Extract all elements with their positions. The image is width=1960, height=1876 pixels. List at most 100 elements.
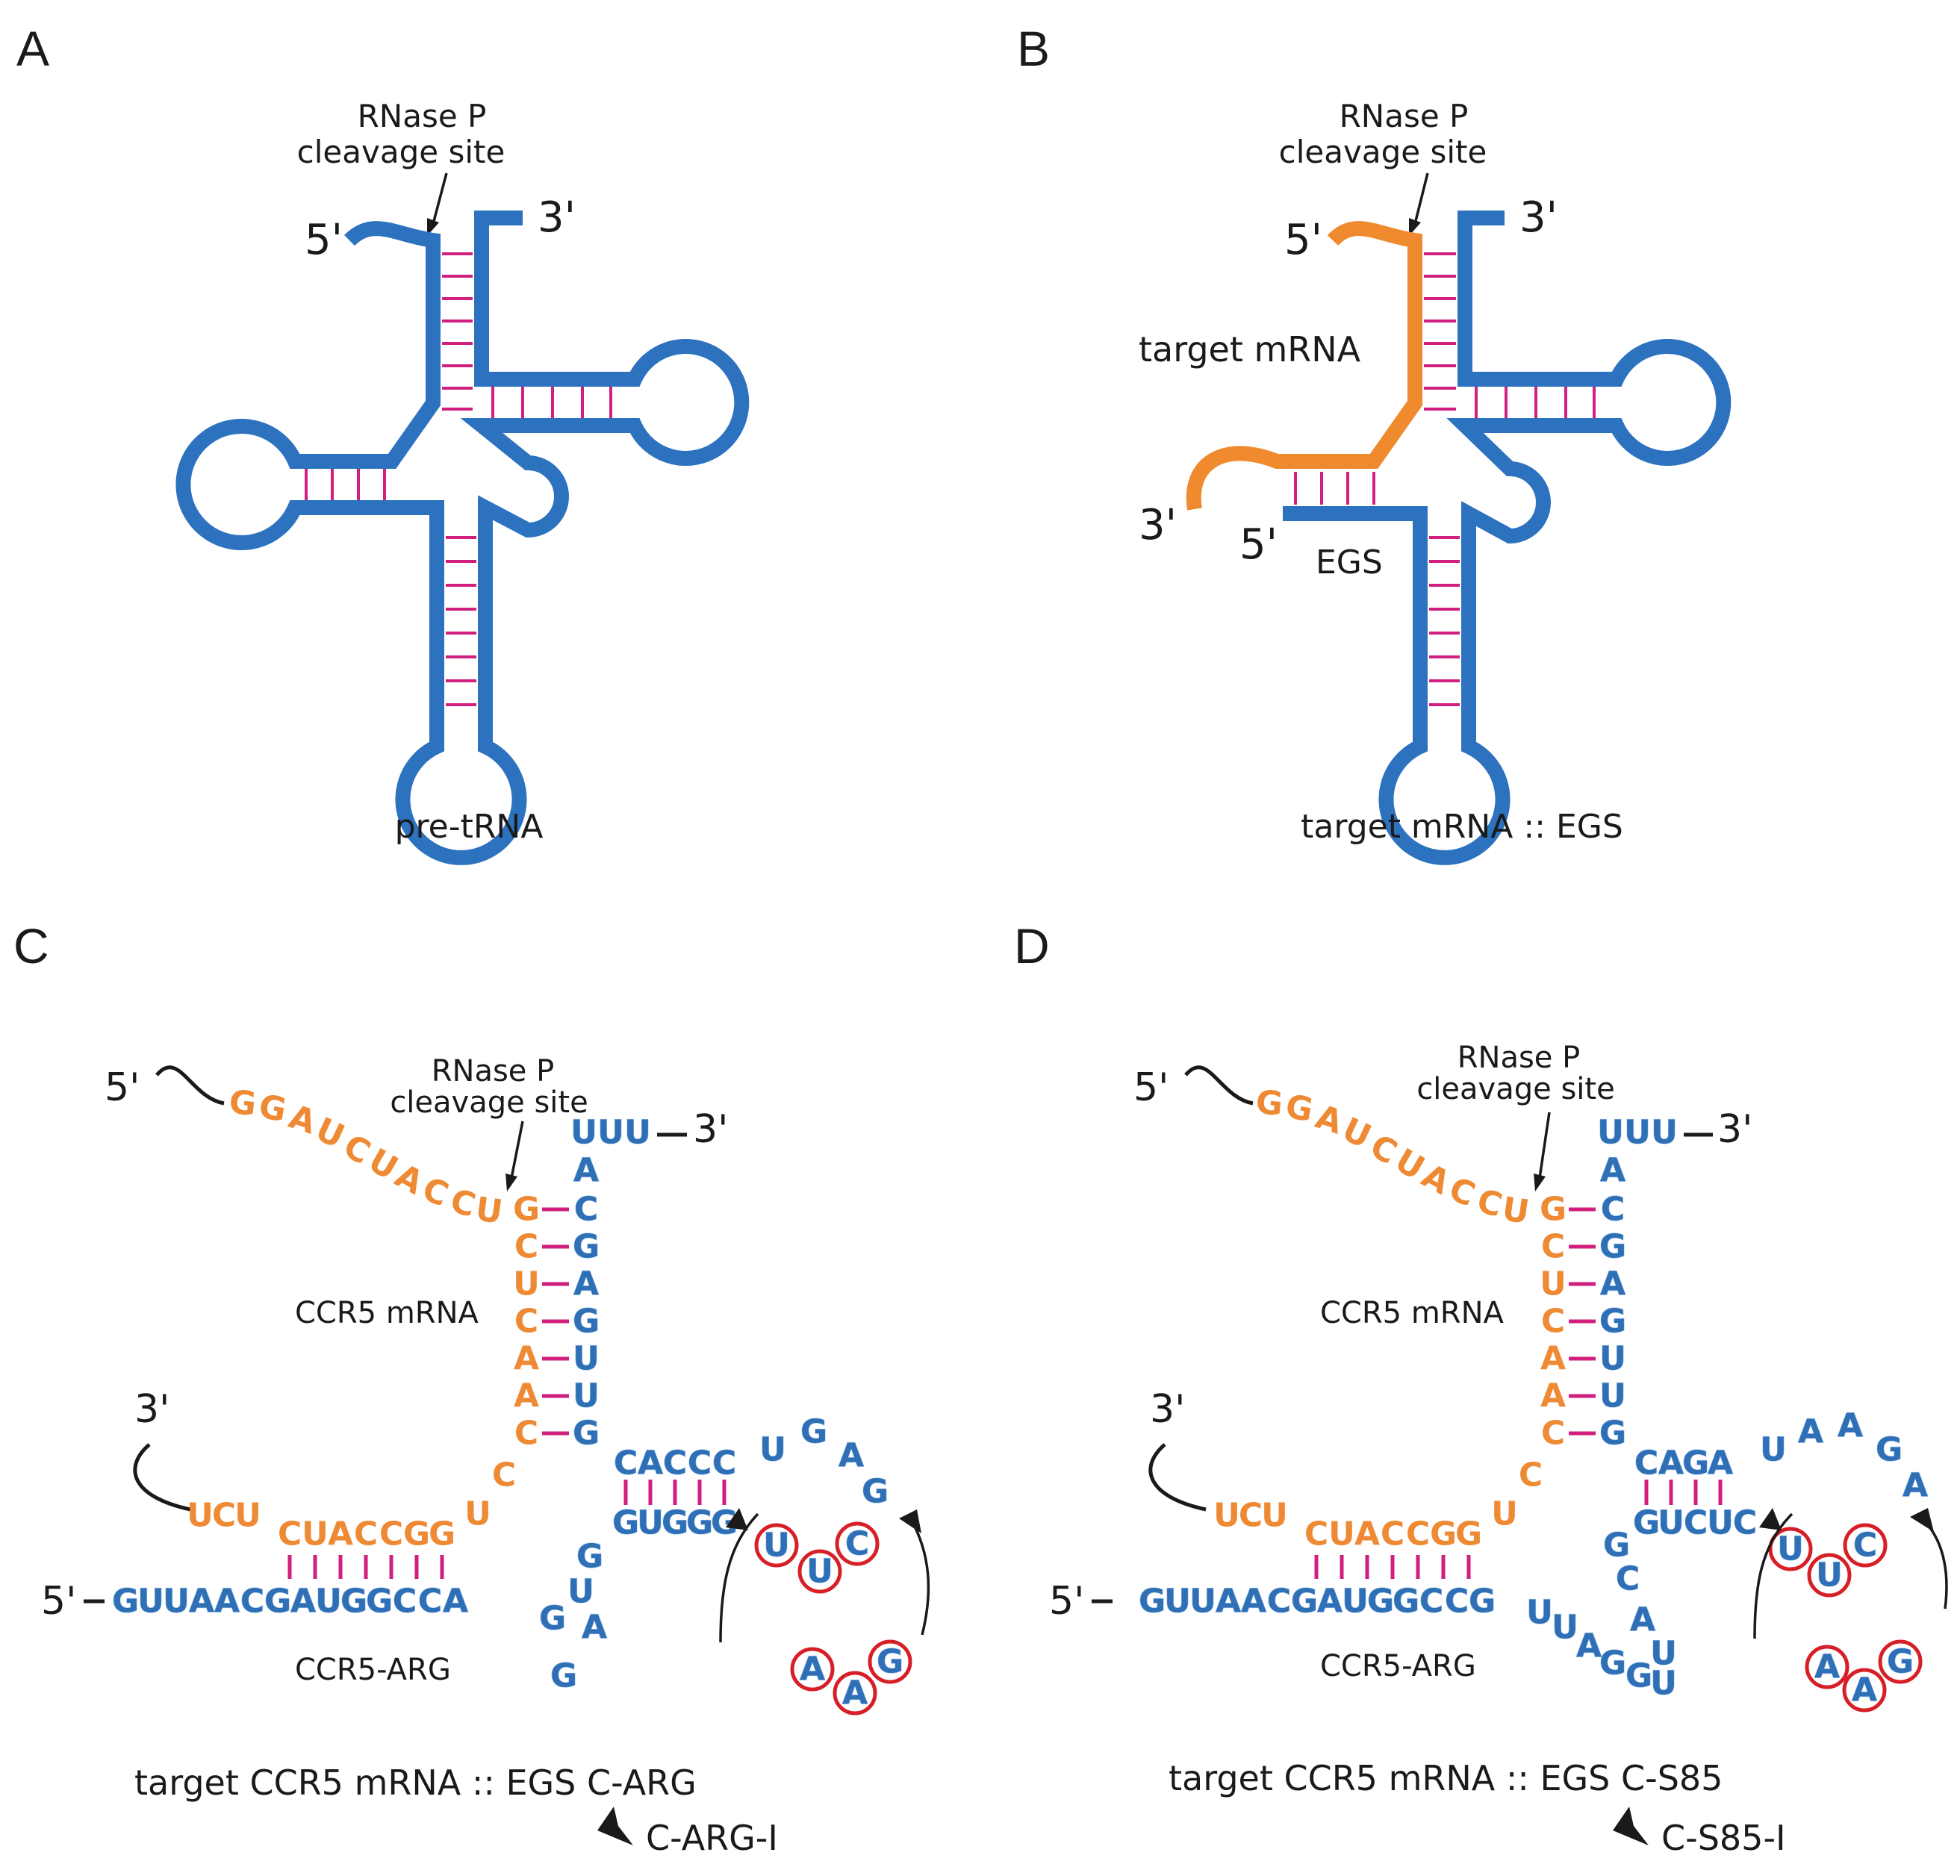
panel-c-uuu-nt-2: U <box>597 1114 624 1152</box>
panel-d-mrna-label: CCR5 mRNA <box>1320 1296 1504 1330</box>
panel-d-stem-left-nt-3: U <box>1540 1265 1567 1303</box>
panel-b-five-prime-egs: 5' <box>1239 520 1278 569</box>
panel-d-tail-nt-6: U <box>1650 1665 1677 1703</box>
panel-c-gugga-nt-2: U <box>567 1573 594 1611</box>
panel-d-bottom-nt-11: G <box>1393 1583 1419 1621</box>
panel-d-ring-top-2 <box>1807 1553 1852 1598</box>
panel-d-ring-bottom-3 <box>1878 1639 1923 1684</box>
panel-d-bottom-nt-12: C <box>1419 1583 1443 1621</box>
panel-a-three-prime: 3' <box>538 193 576 242</box>
panel-c-caccc-nt-5: C <box>712 1445 736 1483</box>
panel-d-bottom-nt-8: A <box>1317 1583 1343 1621</box>
panel-c-uuu-nt-1: U <box>570 1114 597 1152</box>
panel-d-cuaccgg-nt-6: G <box>1430 1515 1457 1554</box>
panel-d-stem-left-nt-6: A <box>1540 1377 1566 1415</box>
panel-d-stem-left-nt-4: C <box>1541 1303 1565 1341</box>
panel-d-cu-nt-1: C <box>1519 1456 1543 1495</box>
panel-d-tail-nt-2: U <box>1552 1609 1578 1647</box>
panel-d-stem-left-nt-5: A <box>1540 1340 1566 1378</box>
panel-d-cuaccgg-nt-3: A <box>1354 1515 1380 1554</box>
panel-d-5p-arm-nt-10: U <box>1500 1190 1531 1231</box>
panel-d-ringed-top-nt-3: C <box>1853 1527 1877 1565</box>
panel-c-bottom-nt-7: G <box>264 1583 291 1621</box>
panel-d-caga-nt-4: A <box>1708 1445 1733 1483</box>
panel-a-caption: pre-tRNA <box>395 808 544 846</box>
panel-a-acceptor-bonds <box>442 252 473 411</box>
panel-c-ringed-bottom-nt-3: G <box>877 1643 903 1681</box>
panel-b-site-line1: RNase P <box>1340 98 1469 134</box>
panel-c-gugga-nt-4: G <box>550 1657 577 1695</box>
panel-d-tail-nt-4: G <box>1599 1645 1626 1683</box>
panel-c-variant-arrowhead <box>597 1807 633 1845</box>
panel-d-uuu-nt-3: U <box>1651 1114 1678 1152</box>
panel-a-trna-strand <box>175 211 750 865</box>
panel-c-bottom-nt-3: U <box>163 1583 190 1621</box>
panel-d-tail-nt-10: G <box>1603 1527 1630 1565</box>
panel-d-ucu-nt-2: C <box>1239 1497 1263 1535</box>
panel-d-ring-bottom-1 <box>1805 1645 1849 1689</box>
panel-d-cuaccgg-nt-2: U <box>1328 1515 1355 1554</box>
panel-d-ringed-top-nt-2: U <box>1816 1556 1843 1595</box>
panel-a-anticodon-bonds <box>446 536 476 706</box>
panel-a-tpsi-bonds <box>491 387 612 418</box>
panel-d-bottom-nt-6: C <box>1267 1583 1291 1621</box>
panel-d-caga-nt-2: A <box>1658 1445 1684 1483</box>
panel-d-letter: D <box>1014 918 1050 973</box>
panel-c-ring-top-3 <box>835 1521 880 1566</box>
panel-c-a-nt-1: A <box>573 1152 599 1190</box>
panel-d-tail-nt-9: C <box>1616 1560 1640 1598</box>
panel-c-loop-nt-4: G <box>862 1473 889 1511</box>
panel-c-stem-right-nt-6: U <box>573 1377 600 1415</box>
panel-c-guggg-nt-1: G <box>612 1504 639 1542</box>
panel-d-variant-arrowhead <box>1613 1807 1649 1845</box>
panel-c-five-prime: 5' <box>105 1065 140 1110</box>
panel-c-guggg-nt-3: G <box>662 1504 688 1542</box>
panel-a-letter: A <box>16 21 49 76</box>
panel-c-bottom-nt-5: A <box>214 1583 240 1621</box>
panel-b-letter: B <box>1017 21 1050 76</box>
panel-c-mrna-label: CCR5 mRNA <box>295 1296 479 1330</box>
panel-c-bottom-nt-8: A <box>290 1583 316 1621</box>
panel-c-bottom-nt-2: U <box>137 1583 164 1621</box>
panel-b-caption: target mRNA :: EGS <box>1301 808 1623 846</box>
panel-a-site-arrow <box>432 172 448 225</box>
panel-b-acceptor-bonds <box>1424 252 1456 411</box>
panel-b-target-label: target mRNA <box>1139 329 1361 370</box>
panel-d-gucuc-nt-4: U <box>1707 1504 1734 1542</box>
panel-d-bottom-nt-13: C <box>1445 1583 1469 1621</box>
panel-b-egs-strand <box>1283 211 1732 865</box>
panel-c-ring-bottom-3 <box>868 1639 912 1684</box>
panel-d-bottom-nt-3: U <box>1189 1583 1216 1621</box>
panel-d-bottom-nt-7: G <box>1291 1583 1318 1621</box>
panel-c-stem-left-nt-2: C <box>514 1228 538 1266</box>
panel-d-gucuc-nt-5: C <box>1733 1504 1757 1542</box>
panel-c-stem-left-nt-5: A <box>514 1340 539 1378</box>
panel-d-cuaccgg-nt-7: G <box>1455 1515 1482 1554</box>
panel-d-ucu-nt-3: U <box>1261 1497 1288 1535</box>
panel-d-bottom-nt-10: G <box>1367 1583 1394 1621</box>
panel-d-cu-nt-2: U <box>1491 1495 1518 1533</box>
panel-c-cuaccgg-nt-7: G <box>429 1515 455 1554</box>
panel-c-ucu-nt-2: C <box>212 1497 236 1535</box>
panel-d-ucu-nt-1: U <box>1213 1497 1240 1535</box>
panel-c-three-prime-top: 3' <box>693 1107 728 1152</box>
panel-c-ring-bottom-2 <box>833 1671 877 1715</box>
panel-c-variant: C-ARG-I <box>646 1818 778 1858</box>
panel-d-left-curl <box>1148 1443 1207 1512</box>
panel-c-egs-label: CCR5-ARG <box>295 1653 451 1687</box>
panel-c-five-curl <box>155 1065 225 1106</box>
panel-d-egs-label: CCR5-ARG <box>1320 1649 1476 1683</box>
panel-d-variant: C-S85-I <box>1661 1818 1786 1858</box>
panel-b-three-prime-target: 3' <box>1139 501 1177 549</box>
panel-d-cuaccgg-nt-5: C <box>1406 1515 1430 1554</box>
panel-d-stem-right-nt-2: G <box>1599 1228 1626 1266</box>
panel-d-stem-right-nt-4: G <box>1599 1303 1626 1341</box>
panel-c-ucu-nt-1: U <box>187 1497 214 1535</box>
panel-d-uuu-nt-2: U <box>1624 1114 1651 1152</box>
panel-d-tail-nt-5: G <box>1625 1657 1652 1695</box>
panel-d-gucuc-nt-2: U <box>1658 1504 1684 1542</box>
panel-c-uuu-nt-3: U <box>624 1114 651 1152</box>
